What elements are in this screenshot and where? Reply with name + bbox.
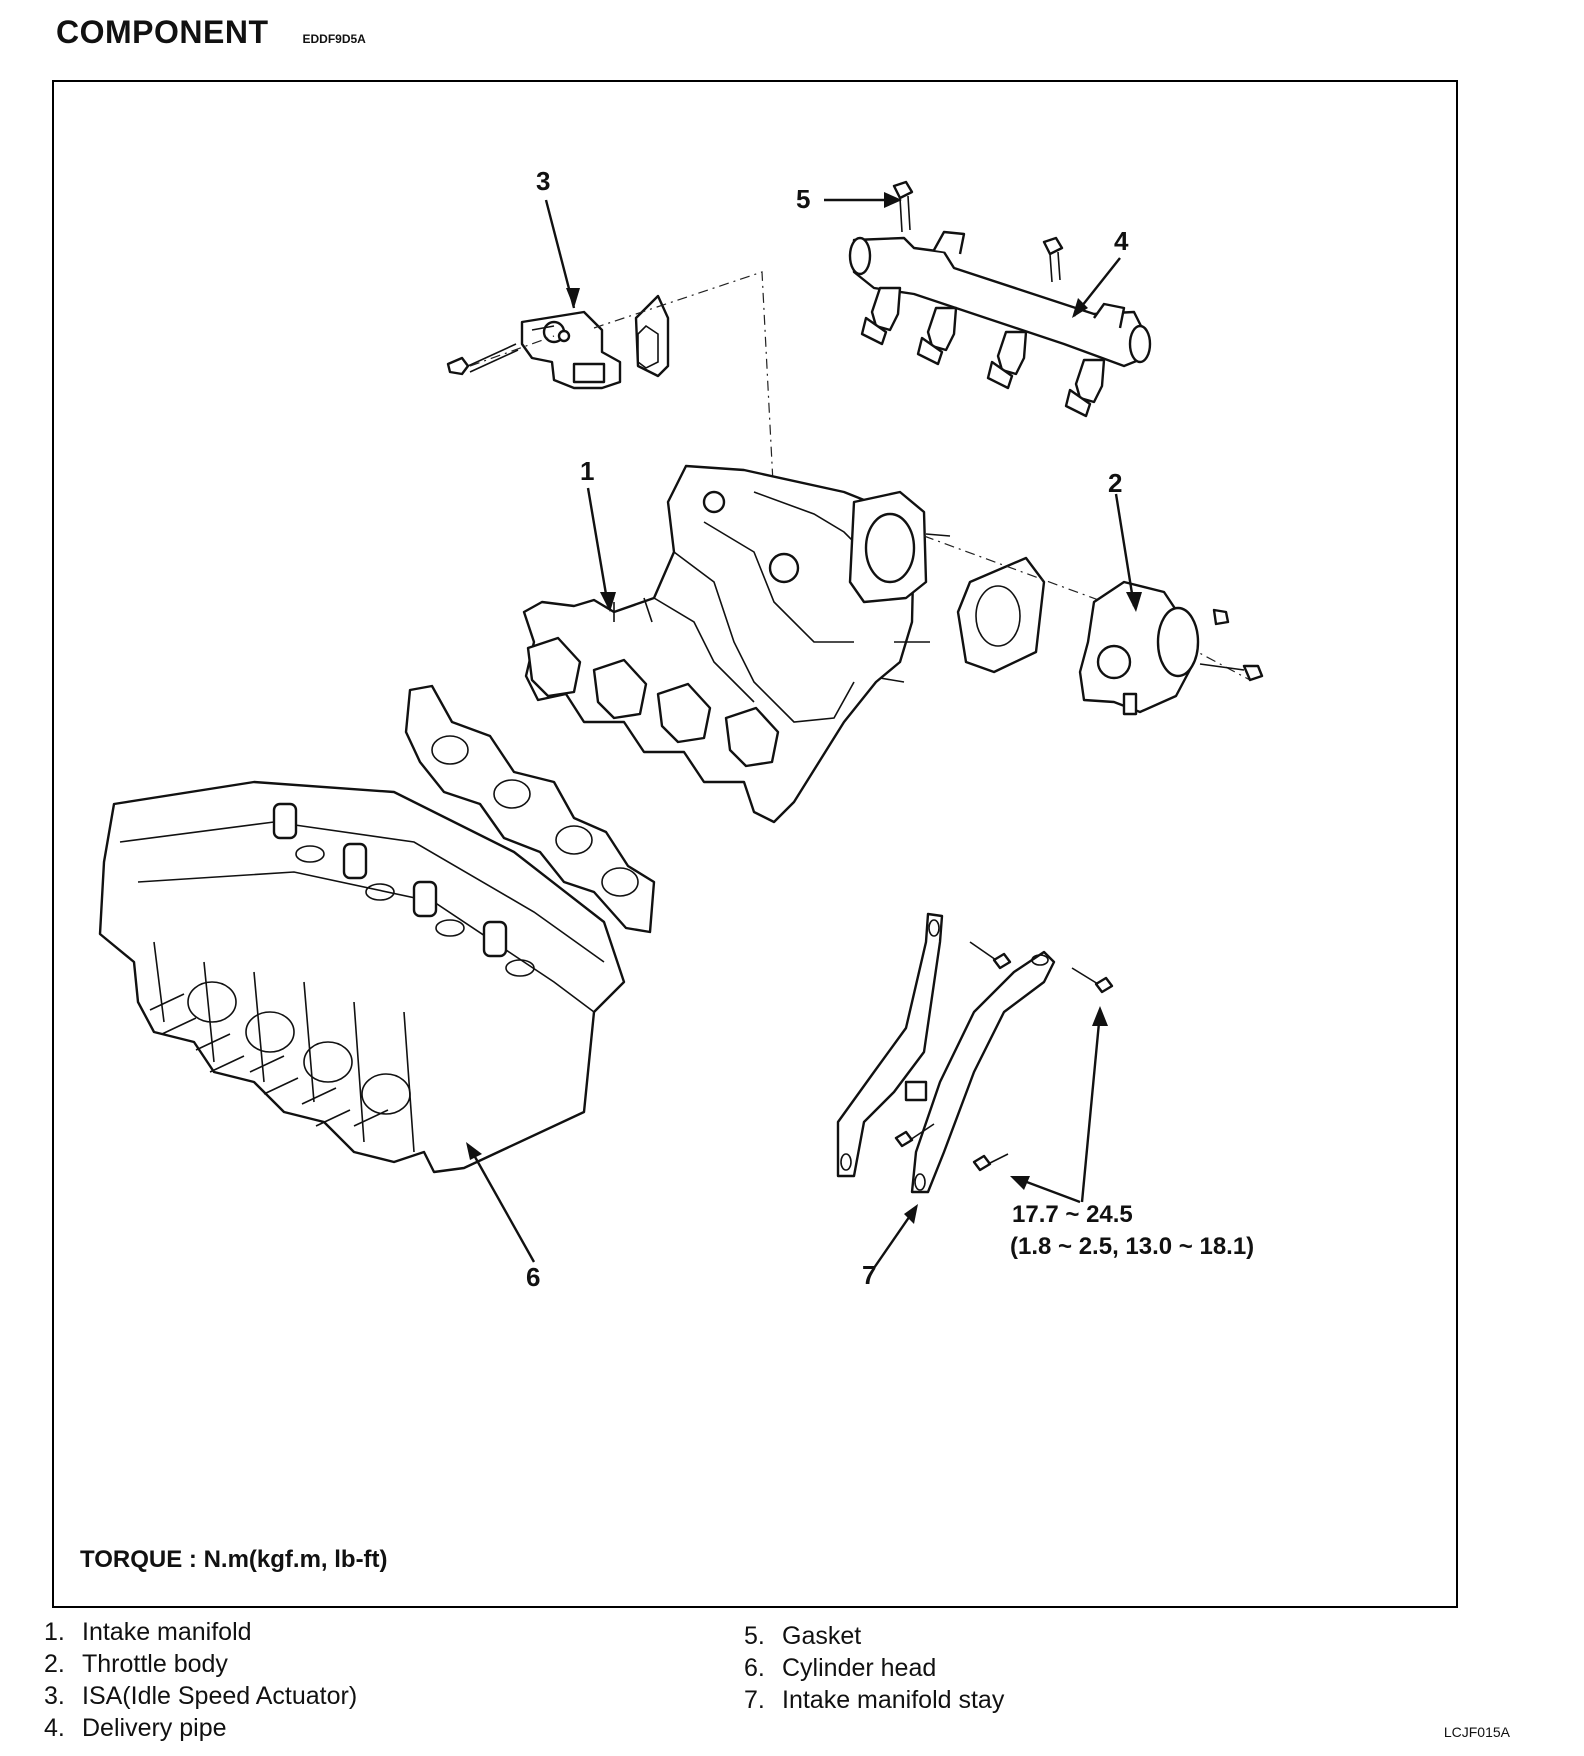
legend-item: 2.Throttle body [44,1650,228,1678]
throttle-body-part [1078,580,1264,716]
torque-spec-alt-units: (1.8 ~ 2.5, 13.0 ~ 18.1) [1010,1233,1254,1260]
legend-item: 7.Intake manifold stay [744,1686,1005,1714]
legend-item: 5.Gasket [744,1622,862,1650]
section-code: EDDF9D5A [302,32,366,46]
legend-item: 3.ISA(Idle Speed Actuator) [44,1682,358,1710]
callout-7: 7 [862,1260,876,1290]
torque-units-note: TORQUE : N.m(kgf.m, lb-ft) [80,1546,388,1573]
intake-manifold-stay-part [836,912,1114,1194]
legend-item: 4.Delivery pipe [44,1714,227,1742]
exploded-view-diagram: 3 5 4 1 2 6 7 17.7 ~ 24.5 (1.8 ~ 2.5, 13… [98,166,1264,1292]
page-heading: COMPONENT EDDF9D5A [56,14,366,51]
callout-5: 5 [796,184,810,214]
leader-arrows [466,192,1142,1269]
callout-3: 3 [536,166,550,196]
diagram-frame: 3 5 4 1 2 6 7 17.7 ~ 24.5 (1.8 ~ 2.5, 13… [52,80,1458,1608]
cylinder-head-part [98,780,626,1174]
callout-2: 2 [1108,468,1122,498]
manifold-gasket-part [404,684,656,934]
callout-1: 1 [580,456,594,486]
callout-6: 6 [526,1262,540,1292]
legend-item: 6.Cylinder head [744,1654,937,1682]
callout-4: 4 [1114,226,1129,256]
parts-legend-left: 1.Intake manifold 2.Throttle body 3.ISA(… [44,1616,357,1744]
figure-code: LCJF015A [1443,1724,1510,1740]
isa-alignment-line [469,271,775,503]
isa-part [446,294,670,390]
page-title: COMPONENT [56,14,269,50]
torque-spec-value: 17.7 ~ 24.5 [1012,1201,1133,1228]
throttle-gasket-part [956,556,1046,674]
legend-item: 1.Intake manifold [44,1618,252,1646]
intake-manifold-part [522,464,951,824]
parts-legend-right: 5.Gasket 6.Cylinder head 7.Intake manifo… [744,1620,1004,1716]
delivery-pipe-part [848,180,1152,418]
